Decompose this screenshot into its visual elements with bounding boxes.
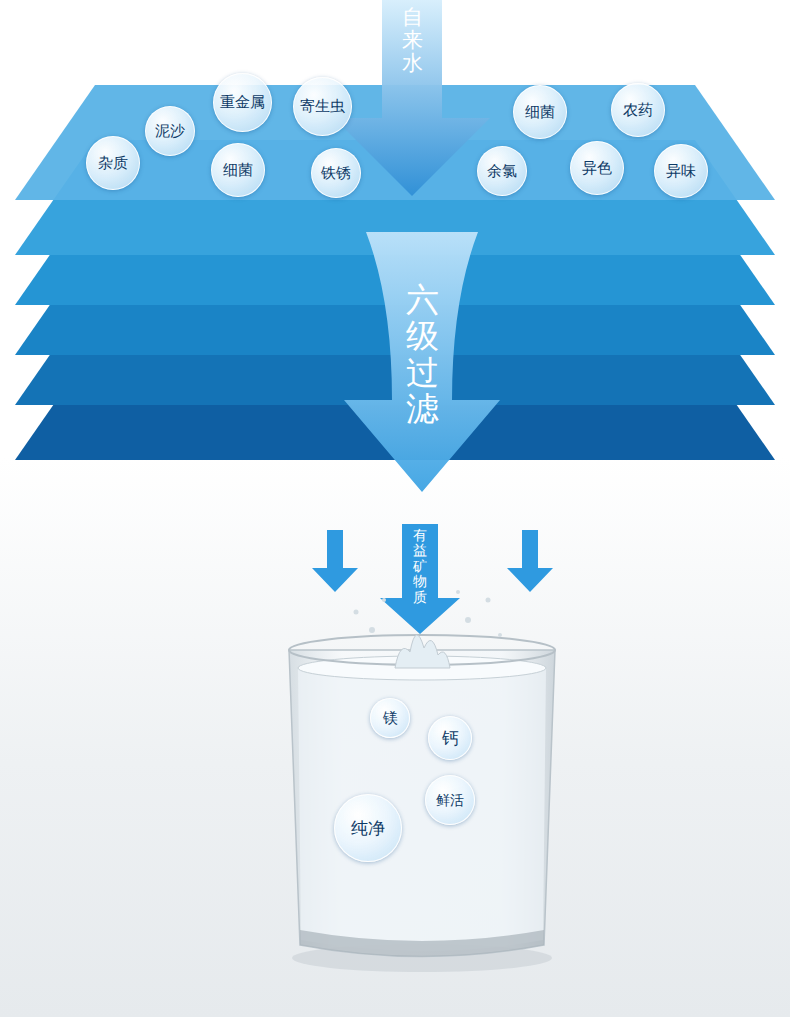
bubble-circle: 铁锈 xyxy=(311,148,361,198)
bubble-text: 异色 xyxy=(582,161,612,176)
bubble-circle: 鲜活 xyxy=(425,775,475,825)
arrow-label: 有益矿物质 xyxy=(413,528,427,605)
bubble-text: 鲜活 xyxy=(436,793,464,807)
bubble-circle: 余氯 xyxy=(477,146,527,196)
bubble-circle: 异味 xyxy=(654,144,708,198)
bubble-text: 钙 xyxy=(442,730,459,747)
bubble-text: 异味 xyxy=(666,164,696,179)
bubble-text: 泥沙 xyxy=(155,124,185,139)
bubble-circle: 镁 xyxy=(370,698,410,738)
bubble-circle: 细菌 xyxy=(513,85,567,139)
bubble-text: 寄生虫 xyxy=(300,99,345,114)
arrow-label: 六级过滤 xyxy=(406,282,439,427)
bubble-circle: 泥沙 xyxy=(145,106,195,156)
bubble-circle: 农药 xyxy=(611,83,665,137)
bubble-circle: 钙 xyxy=(428,716,472,760)
bubble-text: 重金属 xyxy=(220,95,265,110)
bubble-text: 杂质 xyxy=(98,156,128,171)
bubble-text: 细菌 xyxy=(525,105,555,120)
bubble-circle: 杂质 xyxy=(86,136,140,190)
bubble-circle: 纯净 xyxy=(334,794,402,862)
bubble-circle: 异色 xyxy=(570,141,624,195)
arrow-label: 自来水 xyxy=(402,6,423,75)
bubble-text: 镁 xyxy=(383,711,398,726)
bubble-text: 农药 xyxy=(623,103,653,118)
bubble-text: 余氯 xyxy=(487,164,517,179)
bubble-circle: 细菌 xyxy=(211,143,265,197)
bubble-text: 纯净 xyxy=(351,820,385,837)
bubble-circle: 重金属 xyxy=(213,73,272,132)
bubble-text: 细菌 xyxy=(223,163,253,178)
bubble-text: 铁锈 xyxy=(321,166,351,181)
bubble-circle: 寄生虫 xyxy=(293,77,352,136)
